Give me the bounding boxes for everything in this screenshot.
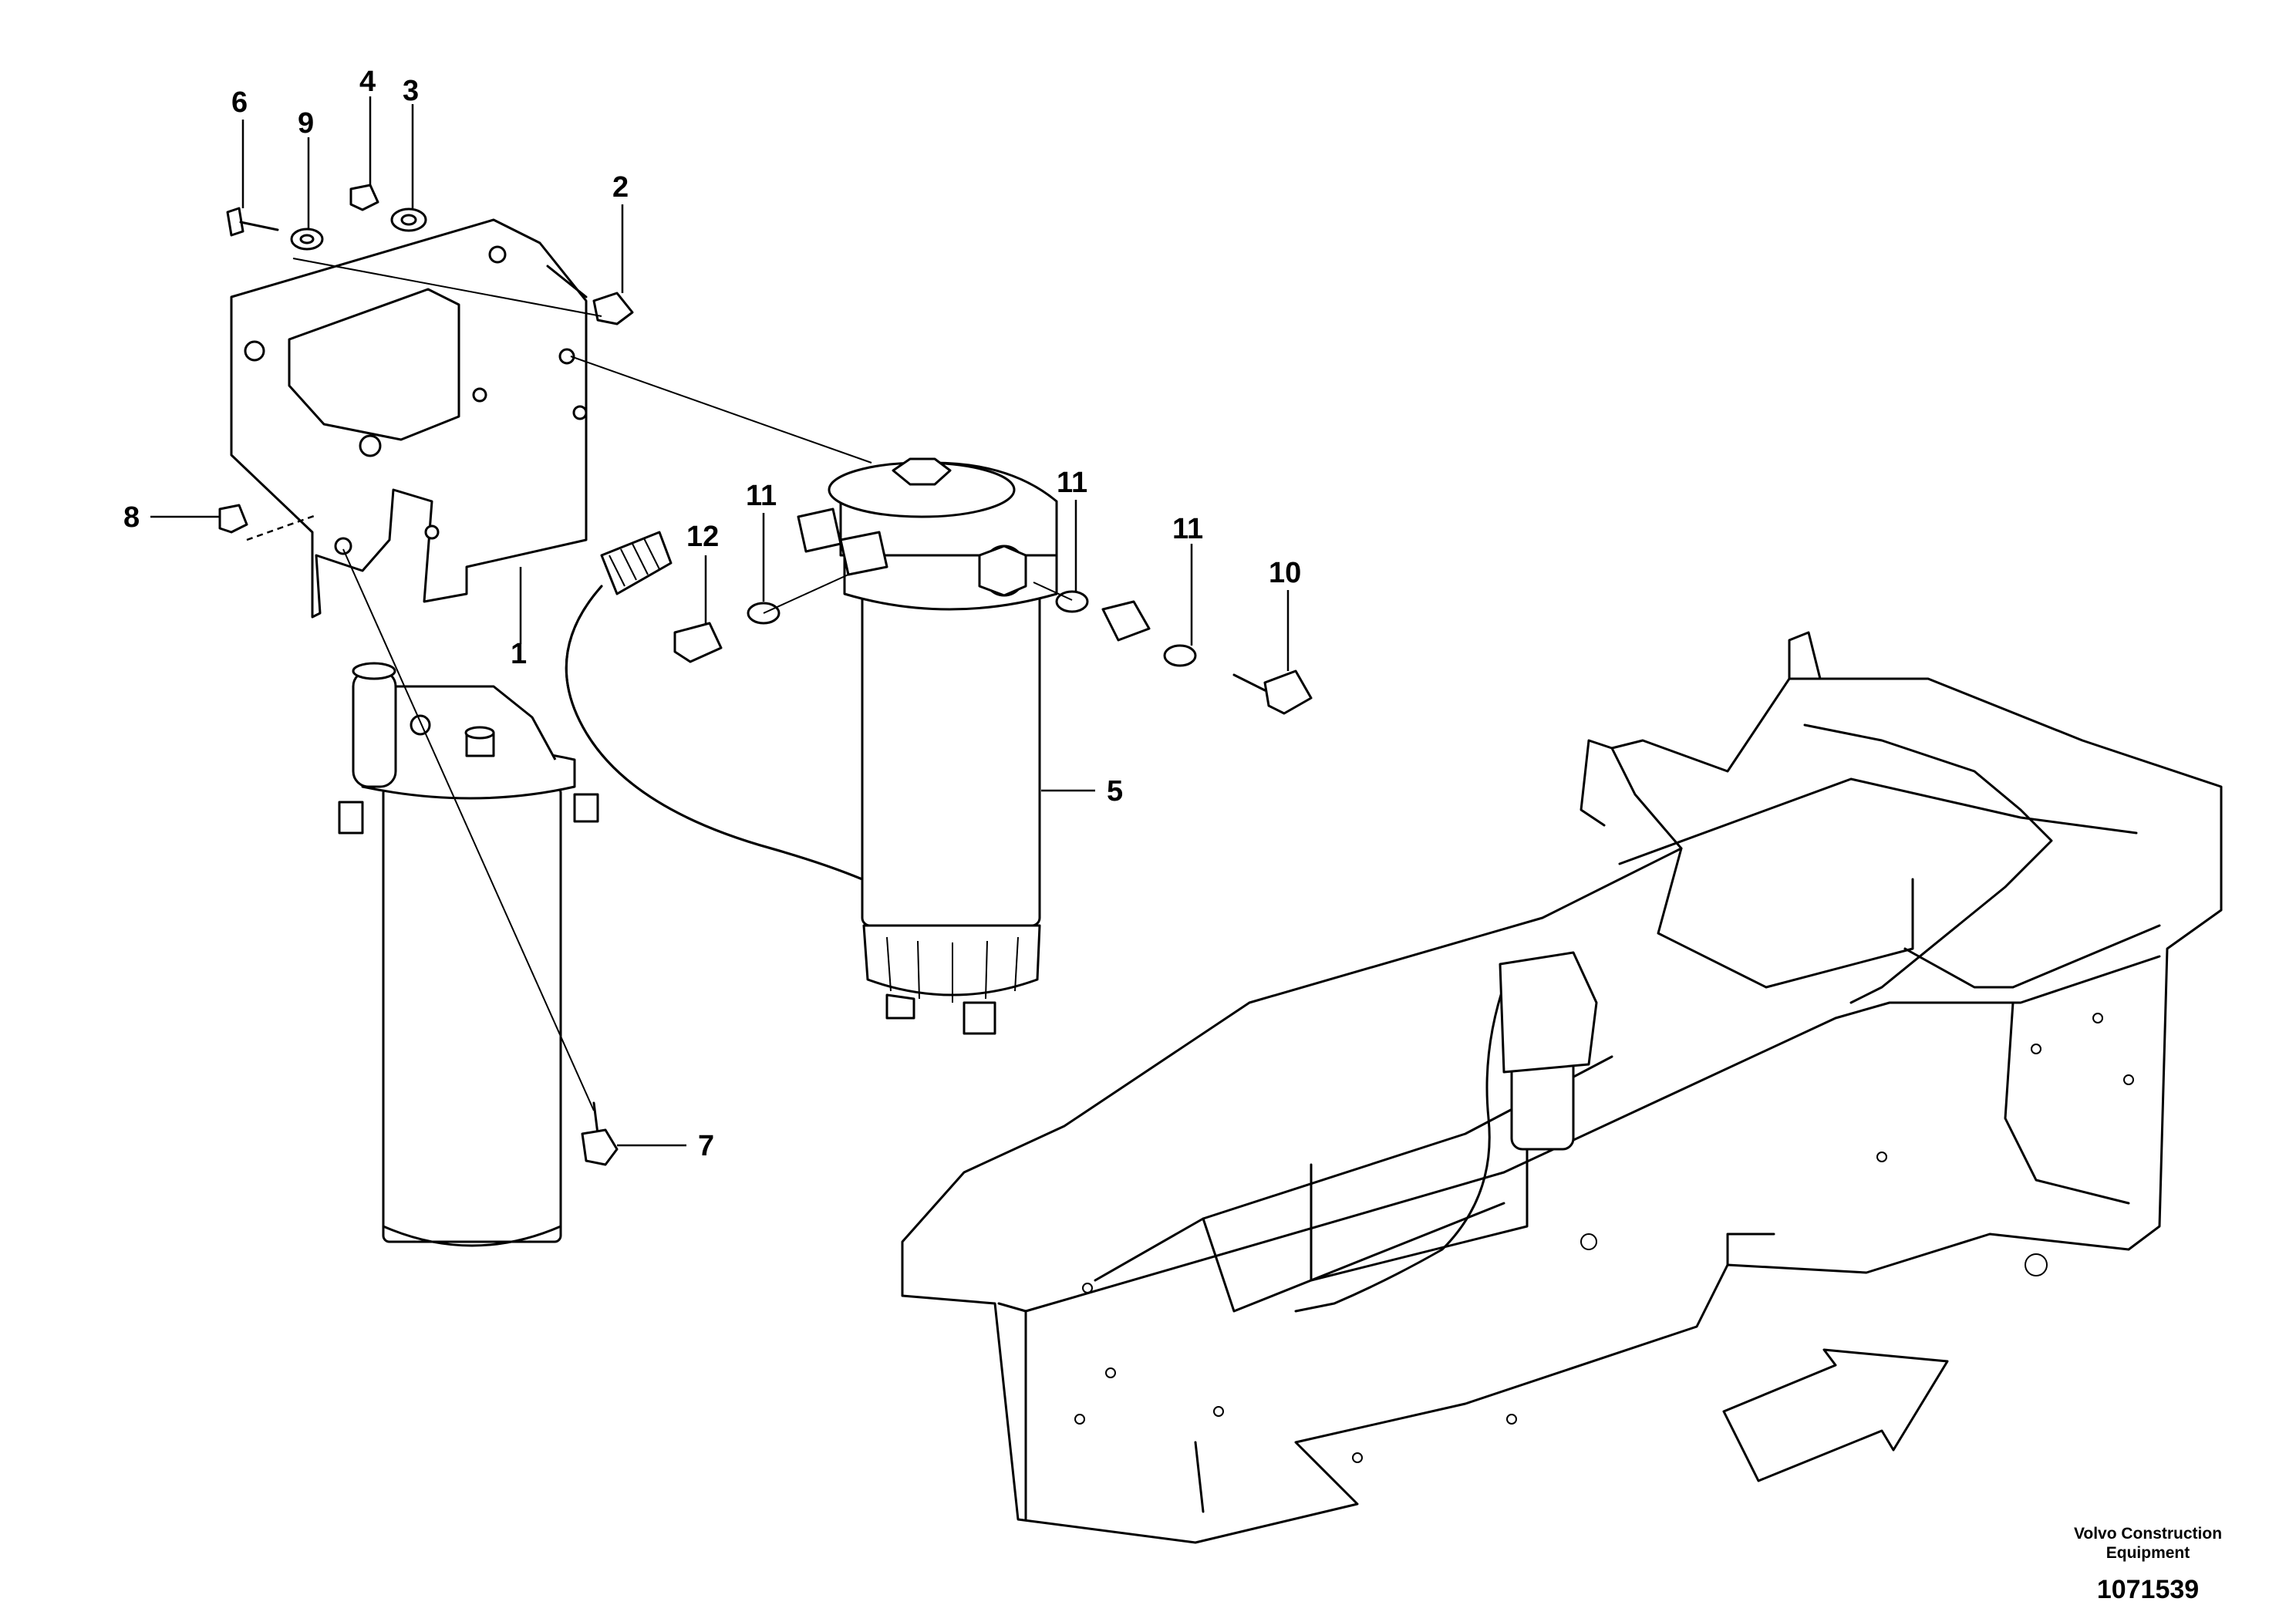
- callout-labels: 6 9 4 3 2 8 1 12 11 11 11 10 5 7: [123, 66, 1301, 1162]
- mounting-bracket: [230, 218, 588, 619]
- callout-9: 9: [298, 107, 314, 140]
- callout-11-a: 11: [746, 480, 777, 512]
- leader-lines: [150, 96, 1290, 1147]
- callout-11-b: 11: [1057, 467, 1087, 499]
- callout-6: 6: [231, 86, 248, 119]
- callout-10: 10: [1269, 557, 1301, 589]
- title-block: Volvo Construction Equipment 1071539: [2074, 1525, 2222, 1604]
- old-fuel-filter: [338, 662, 599, 1247]
- callout-8: 8: [123, 501, 140, 534]
- drawing-number: 1071539: [2097, 1575, 2199, 1604]
- machine-frame: [901, 631, 2223, 1544]
- callout-3: 3: [403, 75, 419, 107]
- callout-2: 2: [612, 171, 629, 204]
- callout-1: 1: [511, 638, 527, 670]
- fasteners: [218, 184, 1313, 1166]
- callout-4: 4: [359, 66, 376, 98]
- callout-7: 7: [698, 1130, 714, 1162]
- company-name-line1: Volvo Construction: [2074, 1525, 2222, 1543]
- callout-12: 12: [686, 521, 719, 553]
- fuel-filter-assembly: [565, 457, 1058, 1035]
- callout-11-c: 11: [1172, 513, 1203, 545]
- direction-arrow: [1722, 1348, 1949, 1482]
- company-name-line2: Equipment: [2106, 1544, 2190, 1562]
- callout-5: 5: [1107, 775, 1123, 808]
